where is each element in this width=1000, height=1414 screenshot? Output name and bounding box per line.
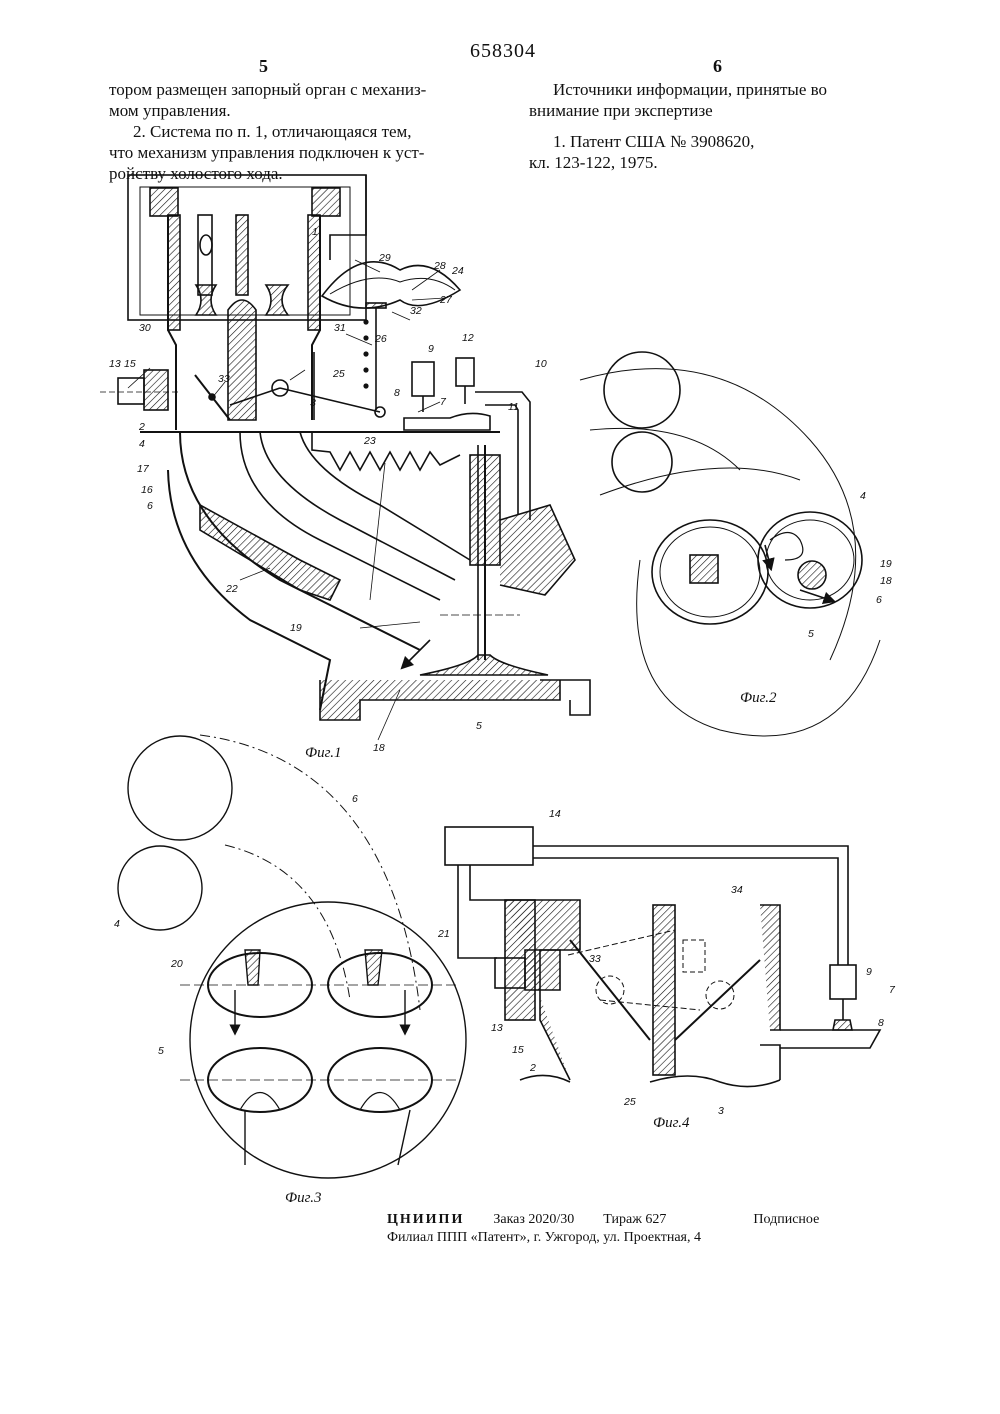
fig1-label-24: 24 xyxy=(452,265,464,277)
fig4-label-2: 2 xyxy=(530,1062,536,1074)
imprint-subscription: Подписное xyxy=(753,1212,819,1227)
fig2-label-5: 5 xyxy=(808,628,814,640)
fig3-label-21: 21 xyxy=(438,928,450,940)
fig4-label-3: 3 xyxy=(718,1105,724,1117)
imprint-order: Заказ 2020/30 xyxy=(493,1212,574,1227)
fig1-label-16: 16 xyxy=(141,484,153,496)
fig1-caption: Фиг.1 xyxy=(305,745,341,762)
fig1-label-15: 15 xyxy=(124,358,136,370)
fig3-label-5: 5 xyxy=(158,1045,164,1057)
fig1-label-19: 19 xyxy=(290,622,302,634)
fig4-label-9: 9 xyxy=(866,966,872,978)
fig4-label-33: 33 xyxy=(589,953,601,965)
fig1-label-22: 22 xyxy=(226,583,238,595)
imprint-branch: Филиал ППП «Патент», г. Ужгород, ул. Про… xyxy=(387,1230,701,1246)
fig2-label-6: 6 xyxy=(876,594,882,606)
fig4-label-8: 8 xyxy=(878,1017,884,1029)
fig4-label-14: 14 xyxy=(549,808,561,820)
fig1-label-3: 3 xyxy=(310,397,316,409)
fig1-label-31: 31 xyxy=(334,322,346,334)
fig4-label-13: 13 xyxy=(491,1022,503,1034)
fig3-label-6: 6 xyxy=(352,793,358,805)
figure-3-drawing xyxy=(118,735,466,1178)
fig1-label-13: 13 xyxy=(109,358,121,370)
fig3-label-20: 20 xyxy=(171,958,183,970)
figure-2-drawing xyxy=(580,352,880,736)
fig1-label-33: 33 xyxy=(218,373,230,385)
fig1-label-12: 12 xyxy=(462,332,474,344)
fig1-label-18: 18 xyxy=(373,742,385,754)
fig2-label-18: 18 xyxy=(880,575,892,587)
figure-1-drawing xyxy=(100,175,590,720)
fig4-label-34: 34 xyxy=(731,884,743,896)
fig1-label-27: 27 xyxy=(440,294,452,306)
fig2-caption: Фиг.2 xyxy=(740,690,776,707)
imprint-org: ЦНИИПИ xyxy=(387,1212,464,1227)
fig1-label-9: 9 xyxy=(428,343,434,355)
imprint-copies: Тираж 627 xyxy=(603,1212,666,1227)
fig1-label-1: 1 xyxy=(312,226,318,238)
fig1-label-10: 10 xyxy=(535,358,547,370)
fig1-label-11: 11 xyxy=(508,401,519,413)
fig1-label-4: 4 xyxy=(139,438,145,450)
fig4-label-15: 15 xyxy=(512,1044,524,1056)
fig2-label-19: 19 xyxy=(880,558,892,570)
fig1-label-23: 23 xyxy=(364,435,376,447)
fig1-label-32: 32 xyxy=(410,305,422,317)
fig1-label-17: 17 xyxy=(137,463,149,475)
figure-4-drawing xyxy=(445,827,880,1087)
fig1-label-5: 5 xyxy=(476,720,482,732)
fig1-label-26: 26 xyxy=(375,333,387,345)
fig1-label-25: 25 xyxy=(333,368,345,380)
fig1-label-2: 2 xyxy=(139,421,145,433)
imprint-line-1: ЦНИИПИ Заказ 2020/30 Тираж 627 Подписное xyxy=(387,1212,819,1228)
fig4-label-25: 25 xyxy=(624,1096,636,1108)
fig4-caption: Фиг.4 xyxy=(653,1115,689,1132)
fig1-label-29: 29 xyxy=(379,252,391,264)
fig3-label-4: 4 xyxy=(114,918,120,930)
fig1-label-6: 6 xyxy=(147,500,153,512)
fig4-label-7: 7 xyxy=(889,984,895,996)
fig1-label-8: 8 xyxy=(394,387,400,399)
fig3-caption: Фиг.3 xyxy=(285,1190,321,1207)
fig2-label-4: 4 xyxy=(860,490,866,502)
fig1-label-28: 28 xyxy=(434,260,446,272)
fig1-label-7: 7 xyxy=(440,396,446,408)
fig1-label-30: 30 xyxy=(139,322,151,334)
